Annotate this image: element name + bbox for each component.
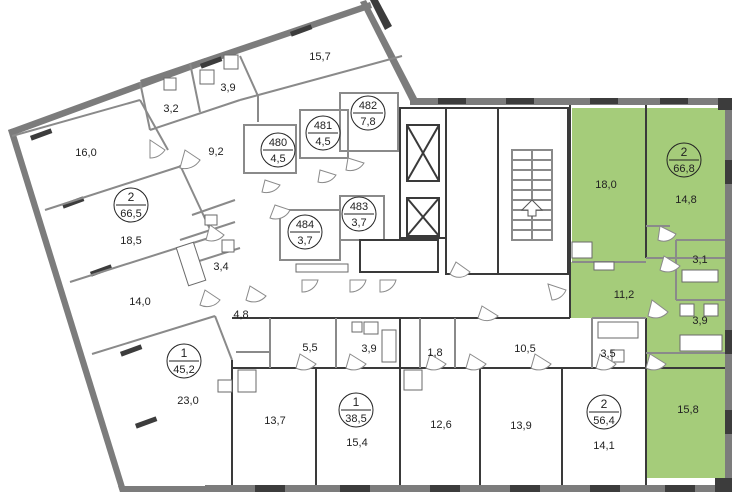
room-area-14-0-left: 14,0 xyxy=(129,296,150,308)
highlighted-apartment[interactable] xyxy=(570,108,727,478)
apartment-badge-2-668[interactable]: 2 66,8 xyxy=(666,142,702,178)
apartment-rooms: 2 xyxy=(128,190,135,204)
room-area-12-6: 12,6 xyxy=(430,419,451,431)
storage-number: 480 xyxy=(269,137,287,149)
outer-walls xyxy=(8,0,732,492)
storage-area: 4,5 xyxy=(270,153,285,165)
room-area-13-7: 13,7 xyxy=(264,415,285,427)
room-area-13-9: 13,9 xyxy=(510,420,531,432)
room-area-3-2: 3,2 xyxy=(163,103,178,115)
room-area-15-4: 15,4 xyxy=(346,437,367,449)
apartment-area: 66,8 xyxy=(673,163,694,175)
room-area-23-0: 23,0 xyxy=(177,395,198,407)
doors xyxy=(149,139,681,371)
storage-number: 481 xyxy=(314,120,332,132)
apartment-badge-1-452[interactable]: 1 45,2 xyxy=(166,343,202,379)
room-area-4-8: 4,8 xyxy=(233,309,248,321)
room-area-3-9-top: 3,9 xyxy=(220,82,235,94)
apartment-badge-2-665[interactable]: 2 66,5 xyxy=(113,187,149,223)
storage-number: 483 xyxy=(350,201,368,213)
room-area-3-4: 3,4 xyxy=(213,261,228,273)
room-area-16-0: 16,0 xyxy=(75,147,96,159)
room-area-14-1: 14,1 xyxy=(593,440,614,452)
storage-area: 3,7 xyxy=(351,217,366,229)
room-labels: 15,7 3,9 3,2 16,0 9,2 18,5 3,4 14,0 4,8 … xyxy=(75,51,707,452)
stair-arrow-icon xyxy=(520,199,544,217)
room-area-15-8: 15,8 xyxy=(677,404,698,416)
apartment-area: 66,5 xyxy=(120,208,141,220)
room-area-15-7: 15,7 xyxy=(309,51,330,63)
storage-badge-484[interactable]: 484 3,7 xyxy=(287,214,323,250)
apartment-rooms: 2 xyxy=(601,397,608,411)
apartment-badge-2-564[interactable]: 2 56,4 xyxy=(586,394,622,430)
fixtures xyxy=(163,54,723,393)
apartment-rooms: 1 xyxy=(353,395,360,409)
storage-area: 7,8 xyxy=(360,116,375,128)
storage-badge-481[interactable]: 481 4,5 xyxy=(305,115,341,151)
apartment-rooms: 2 xyxy=(681,145,688,159)
room-area-3-9-mid: 3,9 xyxy=(361,343,376,355)
room-area-3-9-right: 3,9 xyxy=(692,315,707,327)
room-area-3-1: 3,1 xyxy=(692,254,707,266)
room-area-18-0: 18,0 xyxy=(595,179,616,191)
apartment-rooms: 1 xyxy=(181,346,188,360)
apartment-area: 45,2 xyxy=(173,364,194,376)
storage-badge-482[interactable]: 482 7,8 xyxy=(350,95,386,131)
storage-number: 482 xyxy=(359,100,377,112)
room-area-5-5: 5,5 xyxy=(302,342,317,354)
room-area-10-5: 10,5 xyxy=(514,343,535,355)
storage-number: 484 xyxy=(296,219,314,231)
storage-badge-483[interactable]: 483 3,7 xyxy=(341,196,377,232)
apartment-area: 56,4 xyxy=(593,415,614,427)
room-area-11-2: 11,2 xyxy=(614,289,635,301)
room-area-1-8: 1,8 xyxy=(427,347,442,359)
apartment-badge-1-385[interactable]: 1 38,5 xyxy=(338,392,374,428)
apartment-area: 38,5 xyxy=(345,413,366,425)
room-area-18-5: 18,5 xyxy=(120,235,141,247)
room-area-3-5: 3,5 xyxy=(600,348,615,360)
storage-area: 3,7 xyxy=(297,235,312,247)
room-area-9-2: 9,2 xyxy=(208,146,223,158)
storage-area: 4,5 xyxy=(315,136,330,148)
interior-walls-core xyxy=(231,105,725,485)
room-area-14-8: 14,8 xyxy=(675,194,696,206)
storage-badge-480[interactable]: 480 4,5 xyxy=(260,132,296,168)
